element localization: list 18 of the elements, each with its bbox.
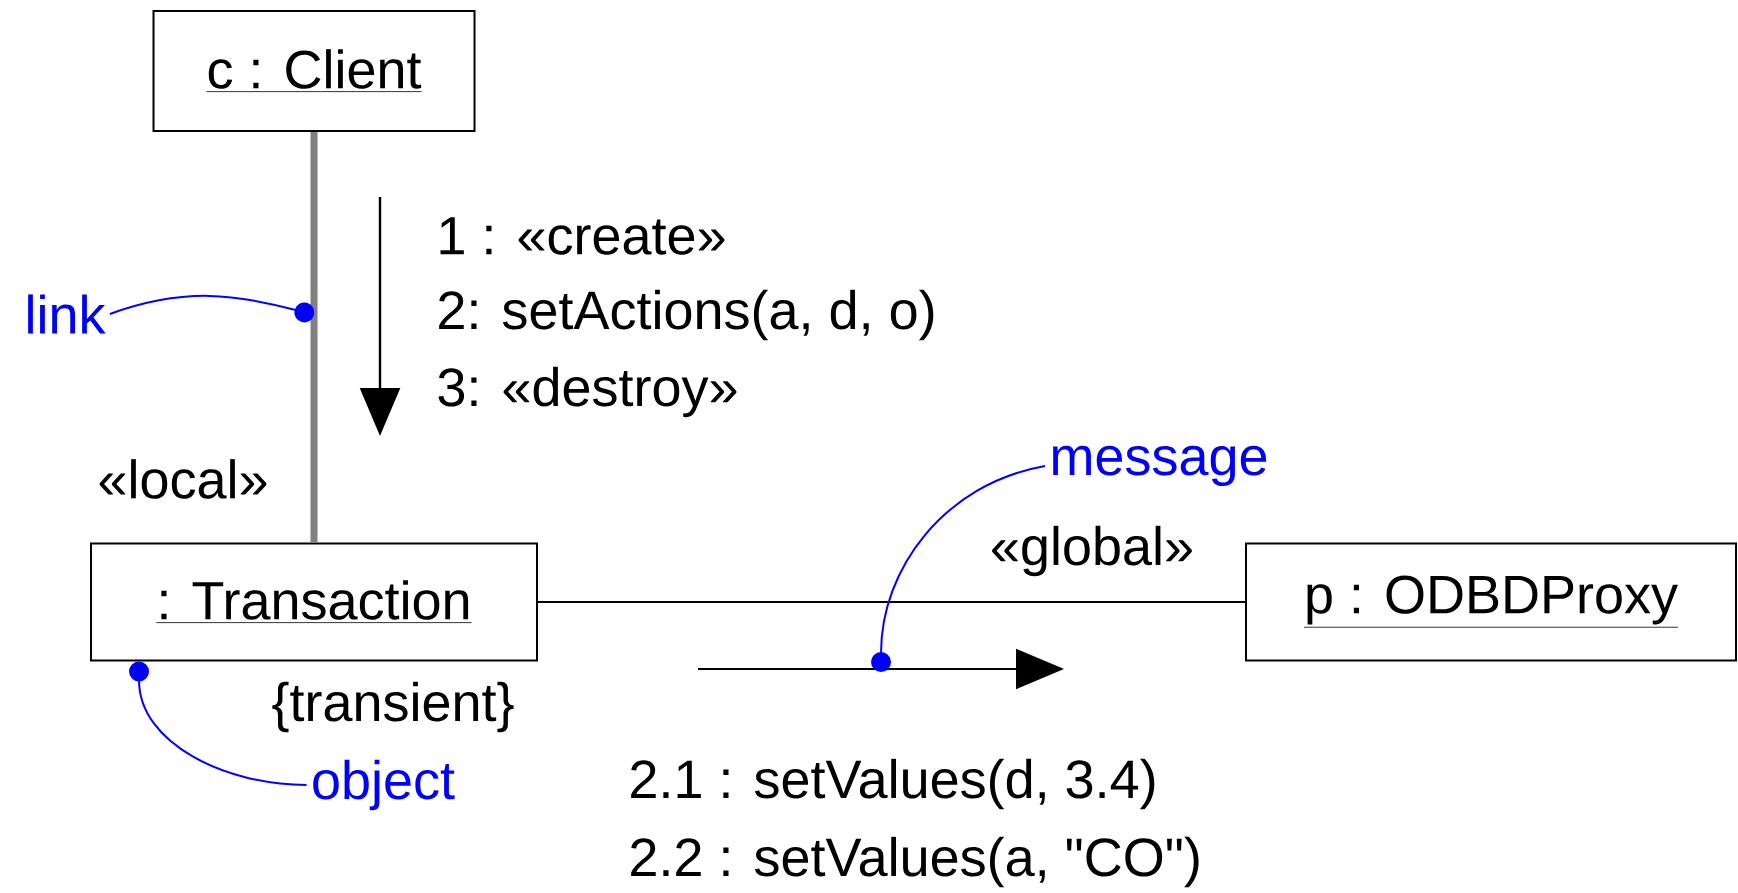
callout-text: object (313, 759, 455, 811)
message-label: 3: «destroy» (438, 366, 737, 418)
object-box: p : ODBDProxy (1245, 542, 1737, 662)
object-box: : Transaction (90, 542, 538, 662)
message-label: «global» (992, 525, 1192, 577)
message-label: 1 : «create» (440, 217, 725, 255)
link-line (537, 601, 1246, 603)
leader-line (129, 661, 308, 786)
callout-text: message (1053, 445, 1267, 487)
leader-line (108, 294, 315, 323)
message-label: 2: setActions(a, d, o) (439, 289, 934, 341)
object-box: c : Client (152, 10, 476, 132)
message-label: «local» (99, 459, 267, 499)
message-label: 2.1 : setValues(d, 3.4) (631, 758, 1155, 810)
callout-text: link (28, 294, 106, 334)
constraint-text: {transient} (272, 681, 514, 733)
message-label: 2.2 : setValues(a, "CO") (631, 836, 1199, 888)
leader-line (871, 465, 1047, 672)
